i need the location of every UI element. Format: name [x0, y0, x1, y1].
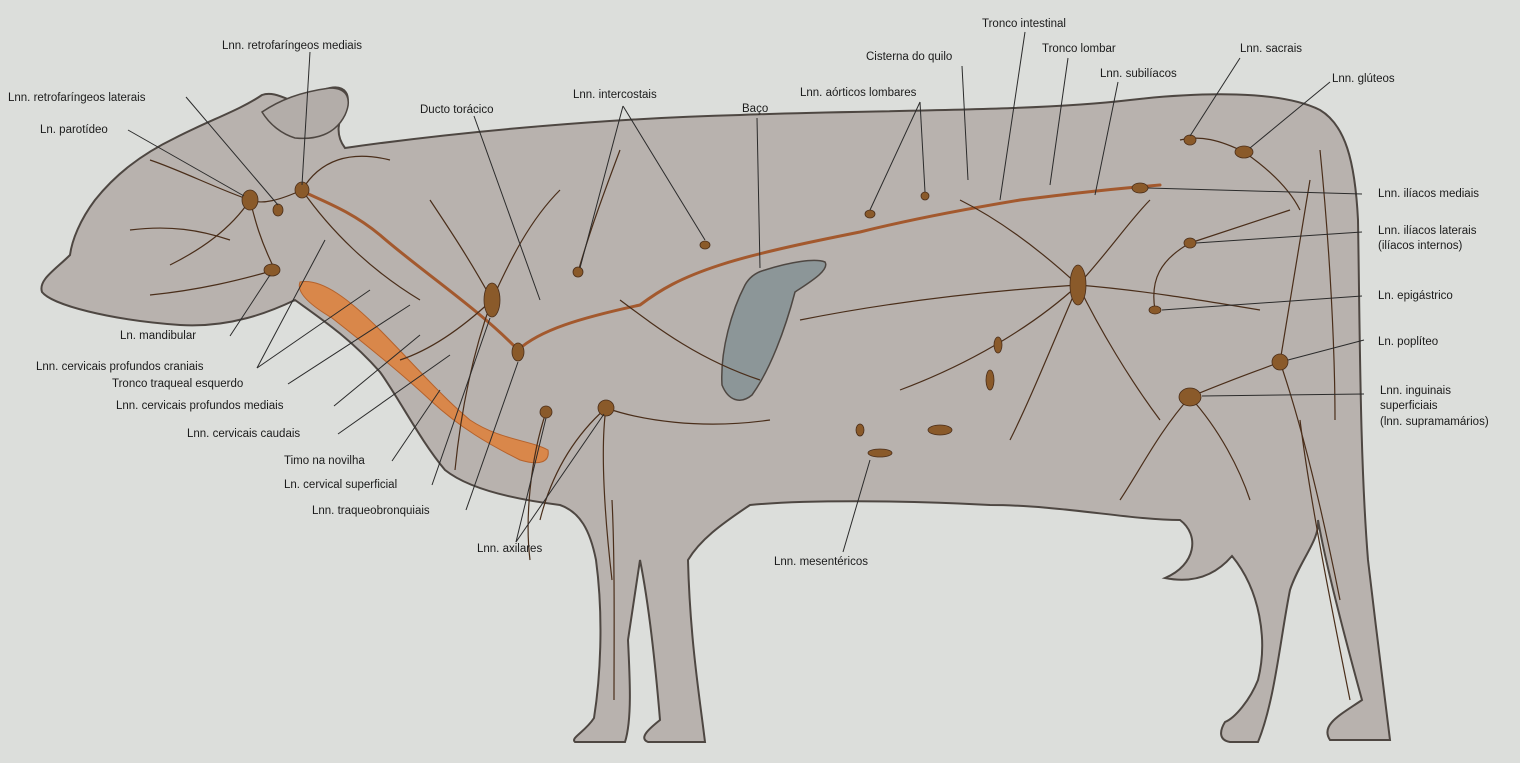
label-axilares: Lnn. axilares [477, 543, 542, 556]
label-inguinais-superficiais: superficiais [1380, 400, 1438, 413]
node-retrofaringeo-lateral [273, 204, 283, 216]
label-retrofaringeos-mediais: Lnn. retrofaríngeos mediais [222, 40, 362, 53]
label-cervicais-profundos-craniais: Lnn. cervicais profundos craniais [36, 361, 203, 374]
label-cisterna-do-quilo: Cisterna do quilo [866, 51, 952, 64]
node-axilar-1 [598, 400, 614, 416]
node-mesenterico-5 [856, 424, 864, 436]
node-traqueobronquial [512, 343, 524, 361]
label-timo-na-novilha: Timo na novilha [284, 455, 365, 468]
label-cervicais-caudais: Lnn. cervicais caudais [187, 428, 300, 441]
node-aortico-lombar-1 [865, 210, 875, 218]
label-popliteo: Ln. poplíteo [1378, 336, 1438, 349]
label-supramamarios: (lnn. supramamários) [1380, 416, 1489, 429]
label-traqueobronquiais: Lnn. traqueobronquiais [312, 505, 430, 518]
label-gluteos: Lnn. glúteos [1332, 73, 1395, 86]
node-mesenterico-3 [986, 370, 994, 390]
node-aortico-lombar-2 [921, 192, 929, 200]
label-cervical-superficial: Ln. cervical superficial [284, 479, 397, 492]
label-tronco-traqueal-esquerdo: Tronco traqueal esquerdo [112, 378, 243, 391]
label-tronco-intestinal: Tronco intestinal [982, 18, 1066, 31]
label-subiliacos: Lnn. subilíacos [1100, 68, 1177, 81]
label-ducto-toracico: Ducto torácico [420, 104, 494, 117]
node-subiliaco [1070, 265, 1086, 305]
node-axilar-2 [540, 406, 552, 418]
label-aorticos-lombares: Lnn. aórticos lombares [800, 87, 916, 100]
node-iliaco-medial [1132, 183, 1148, 193]
label-mesentericos: Lnn. mesentéricos [774, 556, 868, 569]
label-iliacos-mediais: Lnn. ilíacos mediais [1378, 188, 1479, 201]
node-epigastrico [1149, 306, 1161, 314]
node-mesenterico-1 [868, 449, 892, 457]
node-mandibular [264, 264, 280, 276]
label-parotideo: Ln. parotídeo [40, 124, 108, 137]
label-iliacos-internos: (ilíacos internos) [1378, 240, 1462, 253]
node-mesenterico-2 [928, 425, 952, 435]
node-cervical-superficial [484, 283, 500, 317]
node-popliteo [1272, 354, 1288, 370]
node-intercostal-2 [700, 241, 710, 249]
label-cervicais-profundos-mediais: Lnn. cervicais profundos mediais [116, 400, 283, 413]
label-iliacos-laterais: Lnn. ilíacos laterais [1378, 225, 1476, 238]
node-inguinal [1179, 388, 1201, 406]
label-intercostais: Lnn. intercostais [573, 89, 657, 102]
label-epigastrico: Ln. epigástrico [1378, 290, 1453, 303]
node-intercostal-1 [573, 267, 583, 277]
label-retrofaringeos-laterais: Lnn. retrofaríngeos laterais [8, 92, 145, 105]
node-mesenterico-4 [994, 337, 1002, 353]
label-mandibular: Ln. mandibular [120, 330, 196, 343]
node-iliaco-lateral [1184, 238, 1196, 248]
label-tronco-lombar: Tronco lombar [1042, 43, 1116, 56]
label-inguinais: Lnn. inguinais [1380, 385, 1451, 398]
label-baco: Baço [742, 103, 768, 116]
node-parotideo [242, 190, 258, 210]
label-sacrais: Lnn. sacrais [1240, 43, 1302, 56]
node-sacral [1184, 135, 1196, 145]
